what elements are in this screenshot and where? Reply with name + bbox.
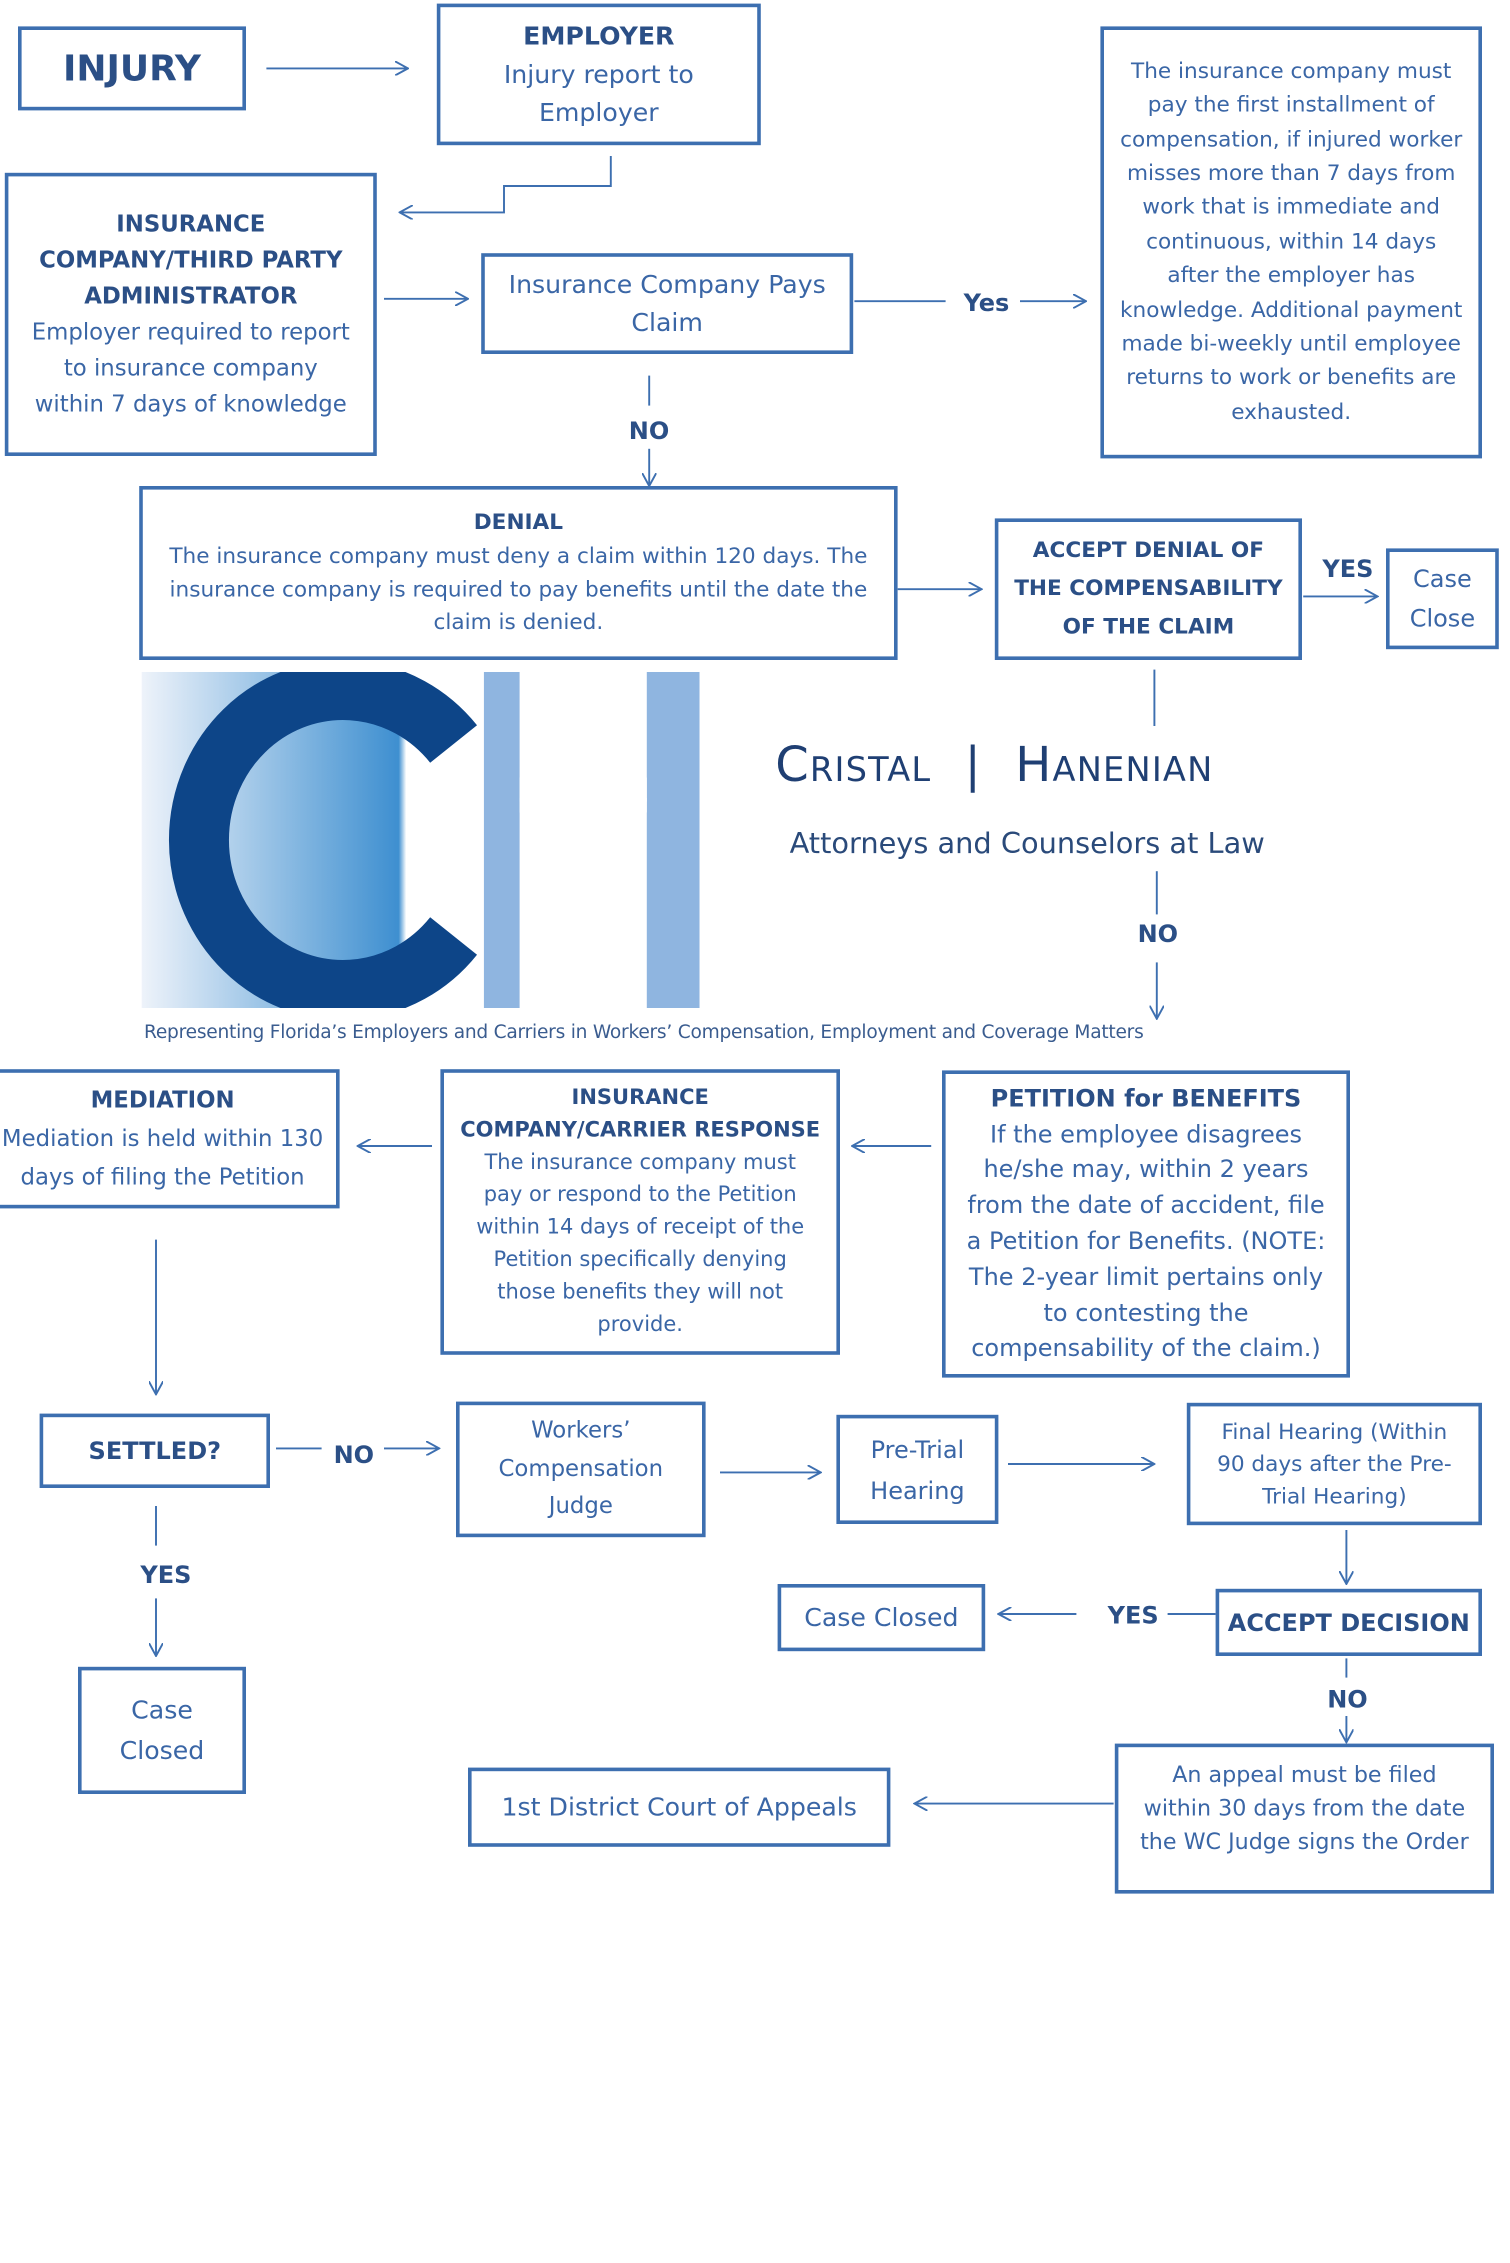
company-logo <box>141 660 700 1020</box>
pretrial-label: Pre-Trial Hearing <box>870 1434 965 1505</box>
petition-title: PETITION for BENEFITS <box>990 1083 1302 1113</box>
appeal-box: An appeal must be filed within 30 days f… <box>1114 1743 1494 1894</box>
yes-accept-label: YES <box>1322 554 1374 584</box>
denial-box: DENIAL The insurance company must deny a… <box>139 486 898 660</box>
carrier-response-text: The insurance company must pay or respon… <box>476 1150 805 1337</box>
brand-name-right: Hanenian <box>1015 738 1214 794</box>
first-installment-text: The insurance company must pay the first… <box>1120 58 1463 425</box>
wc-judge-box: Workers’ Compensation Judge <box>456 1401 706 1538</box>
denial-title: DENIAL <box>473 510 564 536</box>
case-close-label: Case Close <box>1409 564 1476 633</box>
appeal-text: An appeal must be filed within 30 days f… <box>1140 1762 1469 1856</box>
pays-claim-box: Insurance Company Pays Claim <box>481 253 854 354</box>
insurer-box: INSURANCE COMPANY/THIRD PARTY ADMINISTRA… <box>4 172 377 457</box>
pays-claim-label: Insurance Company Pays Claim <box>508 270 826 338</box>
first-installment-box: The insurance company must pay the first… <box>1100 26 1482 459</box>
arrow-employer-insurer <box>400 156 612 212</box>
yes-decision-label: YES <box>1107 1600 1159 1630</box>
court-appeals-box: 1st District Court of Appeals <box>468 1767 891 1847</box>
mediation-title: MEDIATION <box>90 1087 235 1114</box>
brand-divider: | <box>964 738 982 794</box>
carrier-response-title: INSURANCE COMPANY/CARRIER RESPONSE <box>460 1086 821 1143</box>
petition-text: If the employee disagrees he/she may, wi… <box>966 1119 1326 1363</box>
brand-subtitle: Attorneys and Counselors at Law <box>789 826 1265 861</box>
injury-label: INJURY <box>63 47 201 90</box>
case-closed-right-box: Case Closed <box>777 1584 986 1652</box>
no-decision-label: NO <box>1327 1684 1368 1714</box>
connectors <box>0 0 1510 1886</box>
accept-denial-box: ACCEPT DENIAL OF THE COMPENSABILITY OF T… <box>994 518 1302 660</box>
court-appeals-label: 1st District Court of Appeals <box>501 1792 857 1822</box>
settled-label: SETTLED? <box>88 1436 222 1466</box>
brand-name-left: Cristal <box>775 738 932 794</box>
pretrial-box: Pre-Trial Hearing <box>836 1414 999 1524</box>
no-pay-label: NO <box>628 416 670 446</box>
petition-box: PETITION for BENEFITS If the employee di… <box>942 1070 1350 1378</box>
settled-box: SETTLED? <box>39 1413 270 1488</box>
brand-tagline: Representing Florida’s Employers and Car… <box>144 1021 1144 1043</box>
wc-judge-label: Workers’ Compensation Judge <box>498 1417 664 1520</box>
insurer-text: Employer required to report to insurance… <box>31 319 350 418</box>
insurer-title: INSURANCE COMPANY/THIRD PARTY ADMINISTRA… <box>39 211 343 310</box>
denial-text: The insurance company must deny a claim … <box>169 543 868 635</box>
final-hearing-box: Final Hearing (Within 90 days after the … <box>1186 1402 1482 1526</box>
mediation-box: MEDIATION Mediation is held within 130 d… <box>0 1069 340 1209</box>
employer-title: EMPLOYER <box>523 21 675 51</box>
no-accept-label: NO <box>1137 919 1179 949</box>
accept-decision-box: ACCEPT DECISION <box>1215 1588 1482 1657</box>
yes-pay-label: Yes <box>963 288 1010 317</box>
no-settled-label: NO <box>333 1440 375 1469</box>
employer-box: EMPLOYER Injury report to Employer <box>436 3 761 146</box>
carrier-response-box: INSURANCE COMPANY/CARRIER RESPONSE The i… <box>440 1069 841 1355</box>
accept-decision-label: ACCEPT DECISION <box>1227 1608 1470 1637</box>
case-closed-left-label: Case Closed <box>119 1695 205 1766</box>
case-closed-right-label: Case Closed <box>804 1603 959 1633</box>
mediation-text: Mediation is held within 130 days of fil… <box>1 1125 324 1191</box>
employer-text: Injury report to Employer <box>503 60 694 128</box>
injury-box: INJURY <box>18 26 247 111</box>
case-closed-left-box: Case Closed <box>78 1666 247 1795</box>
final-hearing-label: Final Hearing (Within 90 days after the … <box>1217 1419 1452 1509</box>
case-close-box: Case Close <box>1386 548 1499 650</box>
brand-name: Cristal | Hanenian <box>775 738 1213 793</box>
yes-settled-label: YES <box>140 1560 192 1589</box>
accept-denial-label: ACCEPT DENIAL OF THE COMPENSABILITY OF T… <box>1014 537 1283 640</box>
